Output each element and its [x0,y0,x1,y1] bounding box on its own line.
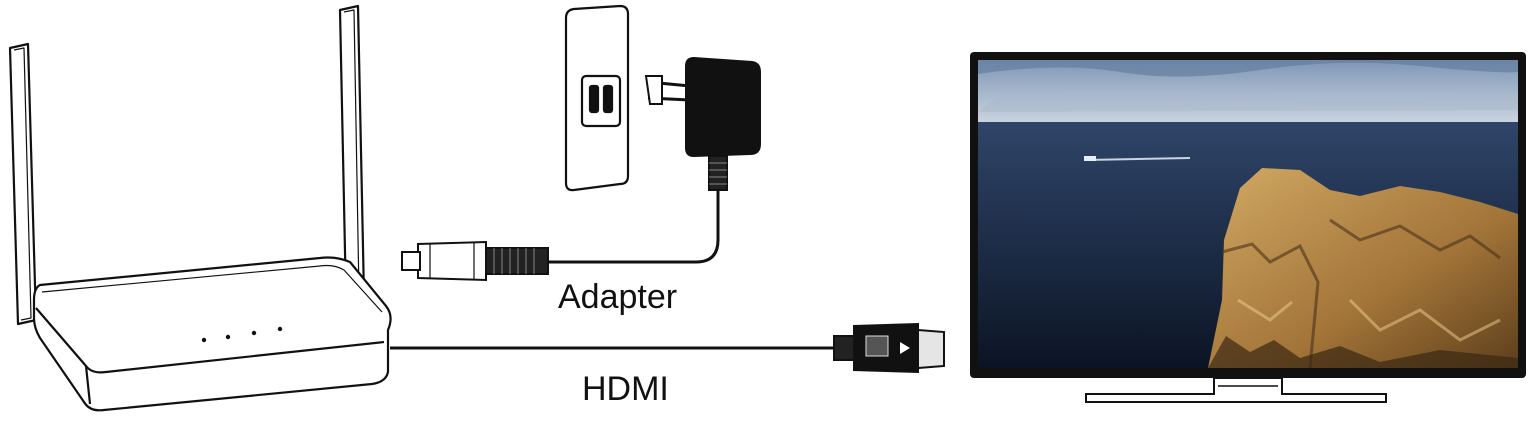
adapter-label: Adapter [558,278,678,316]
tv-icon [970,52,1526,403]
router-icon [8,4,392,412]
power-adapter-icon [401,56,761,282]
tv-screen-image [978,60,1518,369]
tv-stand [1085,377,1387,403]
router-led [251,330,257,336]
hdmi-label: HDMI [582,370,669,408]
router-led [277,326,283,332]
router-led [225,334,231,340]
router-right-antenna [338,4,366,302]
router-led [201,337,207,343]
router-left-antenna [8,42,38,326]
router-body [32,256,392,412]
wall-outlet-icon [564,4,630,192]
hdmi-plug-icon [390,322,945,374]
